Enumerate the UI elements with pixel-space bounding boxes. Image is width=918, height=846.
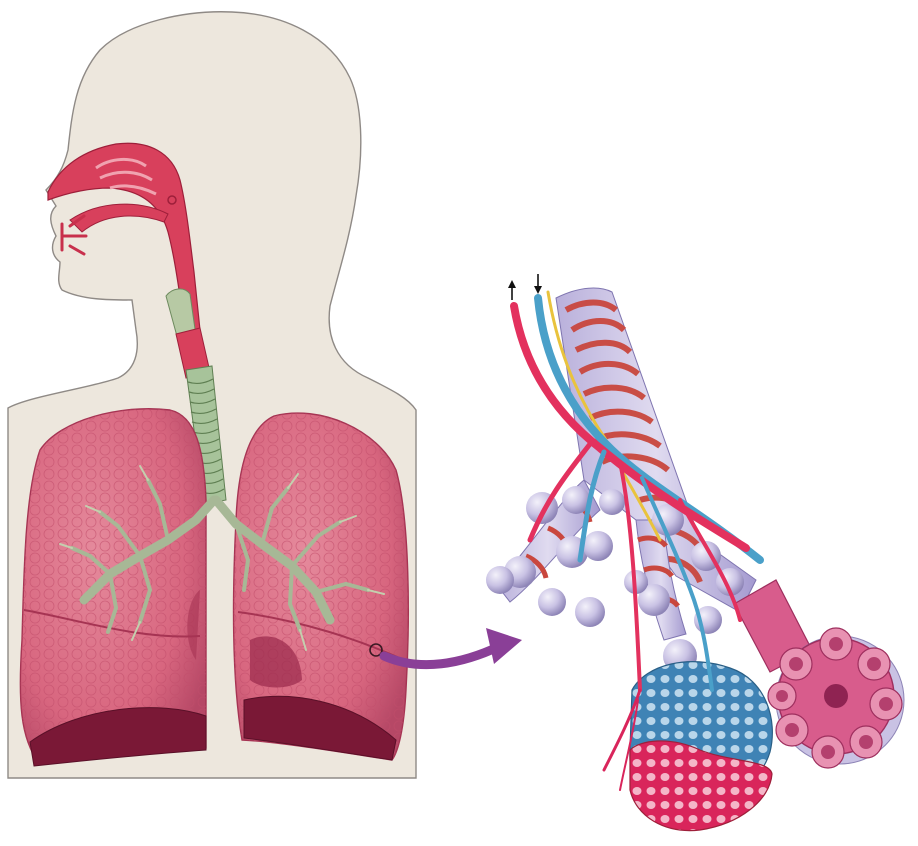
artery-up-arrow [508, 280, 516, 300]
vein-down-arrow [534, 274, 542, 294]
magnified-bronchiole [486, 274, 904, 831]
left-lung [234, 413, 409, 760]
capillary-network [630, 662, 772, 831]
